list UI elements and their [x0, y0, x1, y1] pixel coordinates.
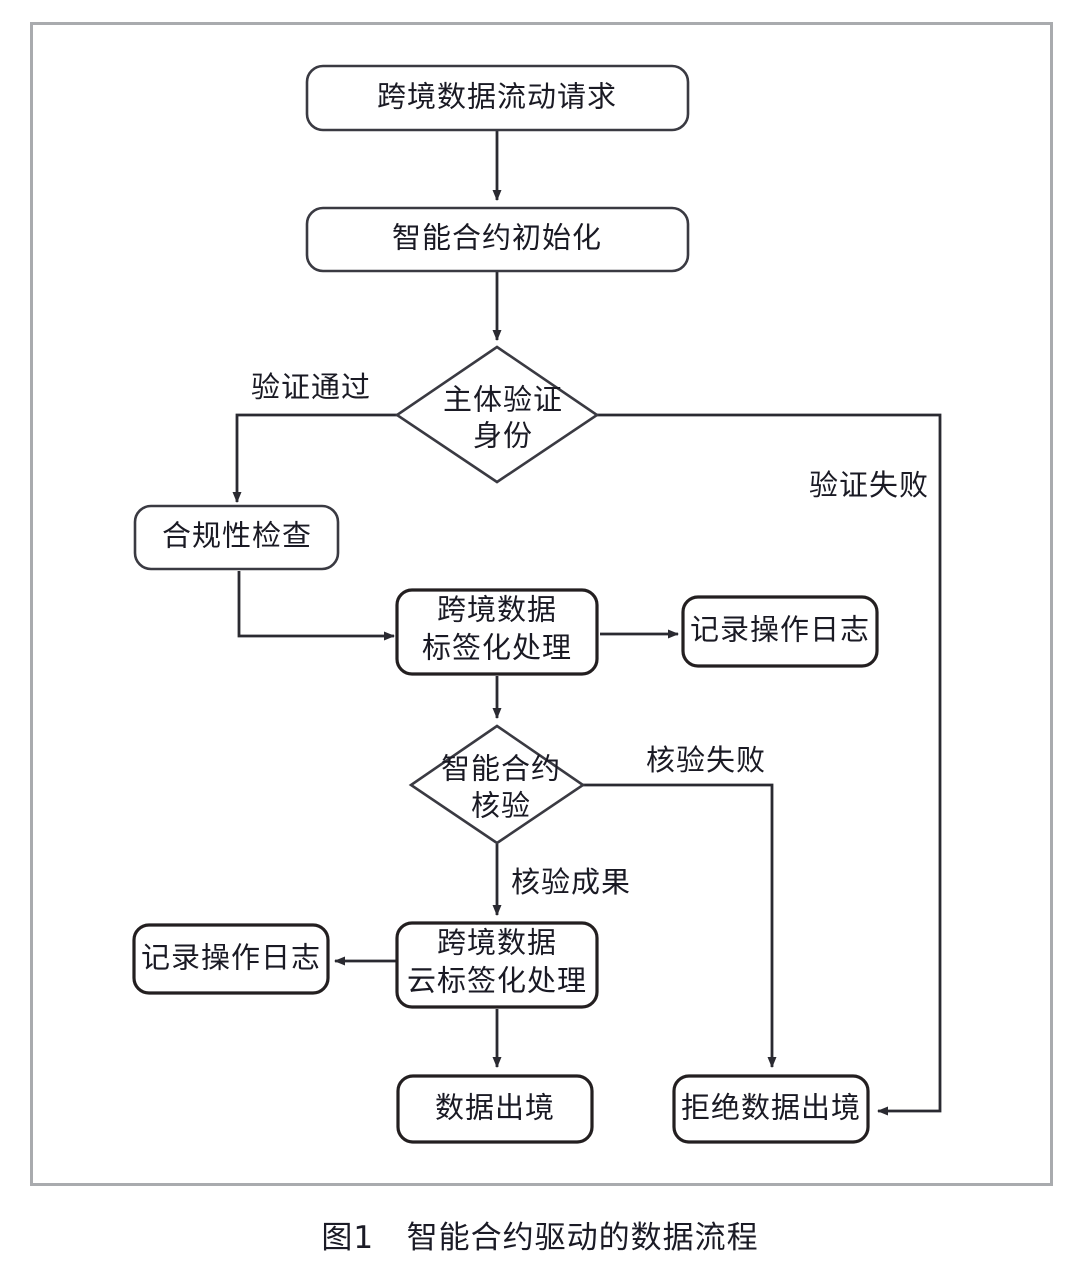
edge-verify-fail — [597, 413, 942, 1116]
flowchart-canvas: 跨境数据流动请求 智能合约初始化 主体验证 身份 验证通过 验证失败 合规性检查 — [132, 64, 942, 1144]
node-compliance-check[interactable]: 合规性检查 — [133, 504, 340, 571]
edge-label-check-fail: 核验失败 — [646, 744, 766, 777]
node-label-line2: 标签化处理 — [422, 632, 572, 665]
edge-check-fail — [583, 783, 777, 1068]
edge-layer — [232, 130, 942, 1116]
node-cross-border-data-cloud-tagging[interactable]: 跨境数据 云标签化处理 — [395, 921, 599, 1009]
decision-subject-identity-verification[interactable]: 主体验证 身份 — [394, 345, 600, 484]
node-label: 记录操作日志 — [690, 614, 870, 647]
node-label-line1: 跨境数据 — [437, 927, 557, 960]
node-cross-border-data-request[interactable]: 跨境数据流动请求 — [305, 64, 690, 132]
figure-frame: 跨境数据流动请求 智能合约初始化 主体验证 身份 验证通过 验证失败 合规性检查 — [30, 22, 1053, 1186]
decision-label-line2: 核验 — [471, 790, 531, 823]
edge-verify-pass — [232, 413, 397, 503]
node-operation-log-upper[interactable]: 记录操作日志 — [681, 595, 879, 668]
node-smart-contract-init[interactable]: 智能合约初始化 — [305, 206, 690, 273]
node-label: 智能合约初始化 — [392, 222, 602, 255]
node-data-export[interactable]: 数据出境 — [396, 1074, 594, 1144]
edge-label-check-success: 核验成果 — [511, 866, 631, 899]
node-label: 拒绝数据出境 — [681, 1092, 861, 1125]
node-label: 跨境数据流动请求 — [377, 81, 617, 114]
node-label: 合规性检查 — [162, 520, 312, 553]
edge-label-verify-pass: 验证通过 — [251, 371, 371, 404]
decision-label-line1: 智能合约 — [441, 753, 561, 786]
decision-label-line2: 身份 — [473, 420, 533, 453]
node-label-line2: 云标签化处理 — [407, 965, 587, 998]
node-cross-border-data-tagging[interactable]: 跨境数据 标签化处理 — [395, 588, 599, 676]
figure-caption: 图1 智能合约驱动的数据流程 — [321, 1220, 759, 1256]
edge-compliance-to-tagging — [237, 571, 395, 641]
decision-smart-contract-validation[interactable]: 智能合约 核验 — [408, 724, 586, 845]
node-label-line1: 跨境数据 — [437, 594, 557, 627]
edge-label-verify-fail: 验证失败 — [809, 469, 929, 502]
node-label: 数据出境 — [435, 1092, 555, 1125]
decision-label-line1: 主体验证 — [443, 384, 563, 417]
node-label: 记录操作日志 — [141, 942, 321, 975]
node-data-export-rejected[interactable]: 拒绝数据出境 — [672, 1074, 870, 1144]
node-operation-log-lower[interactable]: 记录操作日志 — [132, 923, 330, 995]
